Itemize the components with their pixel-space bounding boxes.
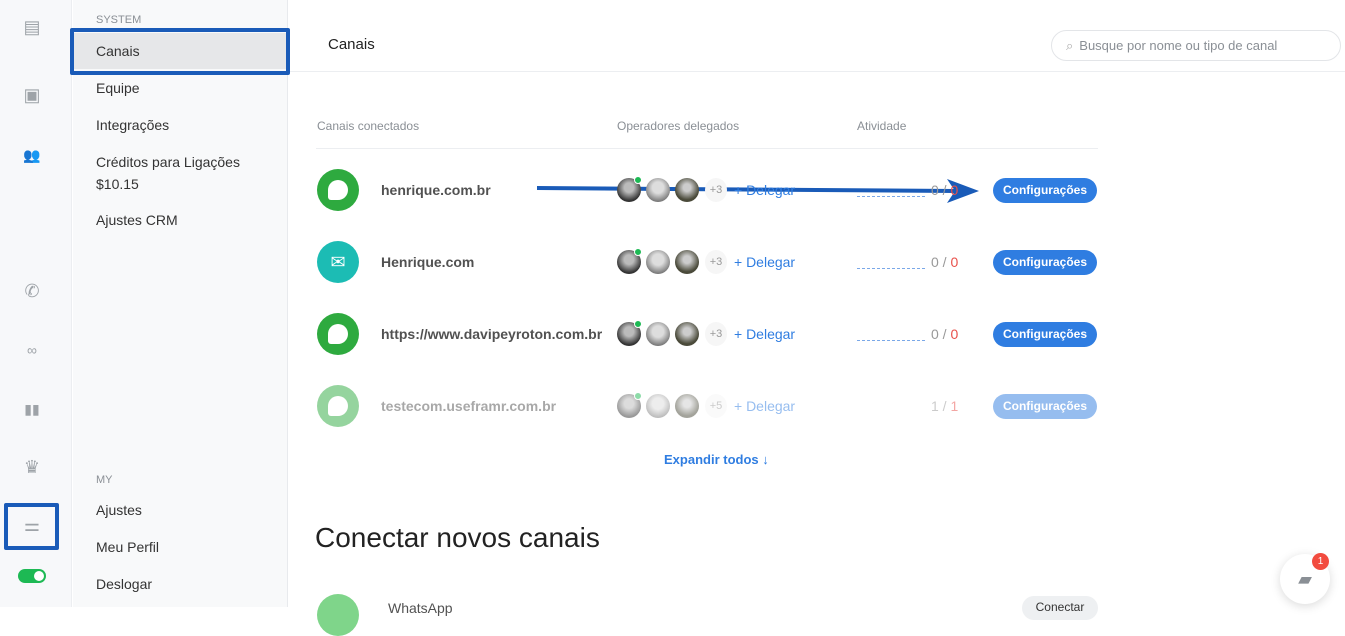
channel-name[interactable]: henrique.com.br [381, 182, 491, 198]
more-operators[interactable]: +3 [705, 250, 727, 274]
table-row: https://www.davipeyroton.com.br +3 + Del… [316, 310, 1098, 358]
expand-all-link[interactable]: Expandir todos ↓ [664, 452, 769, 467]
chart-icon[interactable]: ▮▮ [24, 400, 40, 417]
chat-channel-icon [317, 313, 359, 355]
activity-sparkline [857, 268, 925, 269]
delegate-link[interactable]: + Delegar [734, 326, 796, 342]
avatar [646, 394, 670, 418]
sidebar-item-equipe[interactable]: Equipe [96, 80, 140, 96]
sidebar-item-canais[interactable]: Canais [73, 33, 286, 69]
contacts-icon[interactable]: ▣ [23, 84, 41, 105]
more-operators[interactable]: +3 [705, 322, 727, 346]
divider [316, 148, 1098, 149]
activity-count: 0 / 0 [931, 182, 959, 198]
settings-button[interactable]: Configurações [993, 322, 1097, 347]
binoculars-icon[interactable]: ∞ [27, 342, 37, 358]
avatar [646, 322, 670, 346]
page-header: Canais ⌕ Busque por nome ou tipo de canal [288, 0, 1345, 72]
online-dot [634, 392, 642, 400]
avatar [646, 178, 670, 202]
delegate-link[interactable]: + Delegar [734, 182, 796, 198]
sidebar-item-ajustes[interactable]: Ajustes [96, 502, 142, 518]
avatar [675, 250, 699, 274]
table-row: ✉ Henrique.com +3 + Delegar 0 / 0 Config… [316, 238, 1098, 286]
activity-sparkline [857, 340, 925, 341]
more-operators[interactable]: +5 [705, 394, 727, 418]
main-content: Canais ⌕ Busque por nome ou tipo de canal… [288, 0, 1345, 636]
chat-bubble-icon: ▰ [1298, 568, 1312, 589]
highlight-box-settings [4, 503, 59, 550]
sidebar-item-integracoes[interactable]: Integrações [96, 117, 170, 133]
channel-name[interactable]: testecom.useframr.com.br [381, 398, 557, 414]
connect-button[interactable]: Conectar [1022, 596, 1098, 620]
settings-sliders-icon[interactable]: ⚌ [23, 514, 41, 535]
column-header-channels: Canais conectados [317, 119, 420, 133]
page-title: Canais [328, 36, 375, 53]
chat-icon[interactable]: ▤ [23, 16, 41, 37]
sidebar-item-meu-perfil[interactable]: Meu Perfil [96, 539, 160, 555]
activity-count: 0 / 0 [931, 326, 959, 342]
column-header-operators: Operadores delegados [617, 119, 740, 133]
email-channel-icon: ✉ [317, 241, 359, 283]
channel-name[interactable]: Henrique.com [381, 254, 475, 270]
crown-icon[interactable]: ♛ [23, 456, 41, 477]
search-icon: ⌕ [1066, 37, 1074, 53]
chat-channel-icon [317, 385, 359, 427]
settings-button[interactable]: Configurações [993, 250, 1097, 275]
delegate-link[interactable]: + Delegar [734, 398, 796, 414]
status-toggle[interactable] [18, 569, 46, 583]
sidebar-item-deslogar[interactable]: Deslogar [96, 576, 153, 592]
section-system-label: SYSTEM [96, 14, 142, 26]
section-my-label: MY [96, 474, 113, 486]
whatsapp-icon [317, 594, 359, 636]
table-row: testecom.useframr.com.br +5 + Delegar 1 … [316, 382, 1098, 430]
search-input[interactable]: ⌕ Busque por nome ou tipo de canal [1051, 30, 1341, 61]
annotation-arrow [536, 179, 979, 203]
activity-count: 0 / 0 [931, 254, 959, 270]
credits-value: $10.15 [96, 176, 139, 192]
settings-sidebar: SYSTEM Canais Equipe Integrações Crédito… [73, 0, 288, 607]
activity-count: 1 / 1 [931, 398, 959, 414]
connect-section-title: Conectar novos canais [315, 522, 600, 553]
avatar [675, 322, 699, 346]
column-header-activity: Atividade [857, 119, 907, 133]
avatar [646, 250, 670, 274]
highlight-box-canais [70, 28, 290, 75]
sidebar-item-creditos[interactable]: Créditos para Ligações [96, 154, 240, 170]
activity-sparkline [857, 196, 925, 197]
online-dot [634, 320, 642, 328]
search-placeholder: Busque por nome ou tipo de canal [1079, 38, 1278, 53]
avatar [675, 178, 699, 202]
notification-badge: 1 [1312, 553, 1329, 570]
online-dot [634, 248, 642, 256]
team-icon[interactable]: 👥 [23, 146, 41, 163]
settings-button[interactable]: Configurações [993, 394, 1097, 419]
more-operators[interactable]: +3 [705, 178, 727, 202]
delegate-link[interactable]: + Delegar [734, 254, 796, 270]
chat-channel-icon [317, 169, 359, 211]
table-row: henrique.com.br +3 + Delegar 0 / 0 Confi… [316, 166, 1098, 214]
phone-icon[interactable]: ✆ [24, 280, 40, 301]
connect-channel-name: WhatsApp [388, 600, 453, 616]
channel-name[interactable]: https://www.davipeyroton.com.br [381, 326, 603, 342]
sidebar-item-ajustes-crm[interactable]: Ajustes CRM [96, 212, 178, 228]
avatar [675, 394, 699, 418]
settings-button[interactable]: Configurações [993, 178, 1097, 203]
online-dot [634, 176, 642, 184]
